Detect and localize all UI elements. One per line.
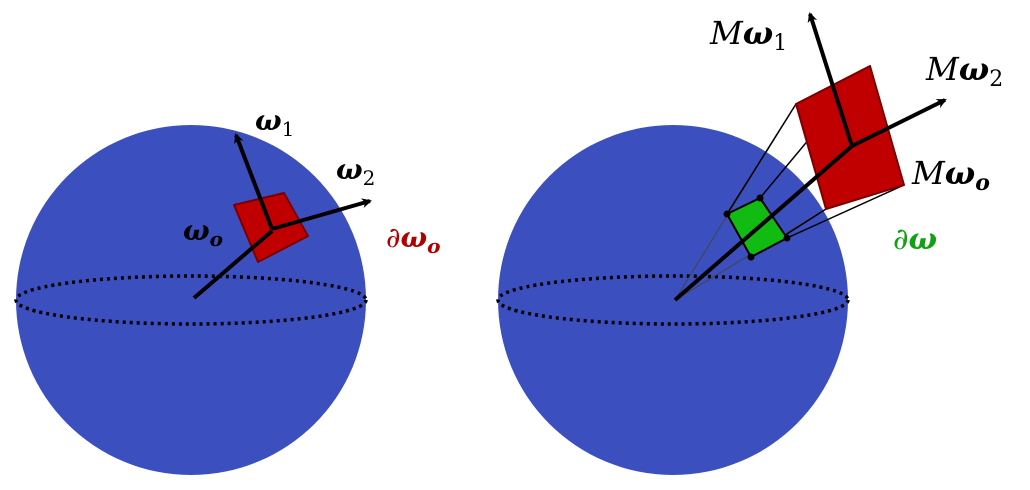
label-m-omega1: Mω1	[709, 14, 787, 56]
label-omega2: ω2	[336, 153, 375, 190]
left-diagram: ω1 ω2 ωo ∂ωo	[14, 104, 441, 475]
right-m-omega2-arrow	[851, 98, 947, 148]
left-omega1-arrow	[234, 133, 274, 230]
label-omega-o: ωo	[183, 214, 223, 251]
left-sphere	[16, 125, 366, 475]
label-partial-omega: ∂ω	[893, 222, 937, 257]
left-omega-o-arrow	[192, 229, 274, 300]
right-m-omega-o-arrow	[673, 144, 854, 302]
right-diagram: Mω1 Mω2 Mωo ∂ω	[496, 12, 1003, 475]
right-equator	[496, 274, 850, 326]
left-equator	[14, 274, 368, 326]
label-omega1: ω1	[255, 104, 294, 141]
label-m-omega2: Mω2	[925, 50, 1003, 92]
right-m-omega1-arrow	[807, 12, 854, 147]
label-partial-omega-o: ∂ωo	[386, 221, 441, 258]
left-omega2-arrow	[271, 198, 372, 231]
watermark: 知乎 @狂烂球	[810, 433, 974, 463]
right-sphere	[498, 125, 848, 475]
green-patch-corners	[723, 194, 791, 261]
label-m-omega-o: Mωo	[911, 154, 990, 196]
